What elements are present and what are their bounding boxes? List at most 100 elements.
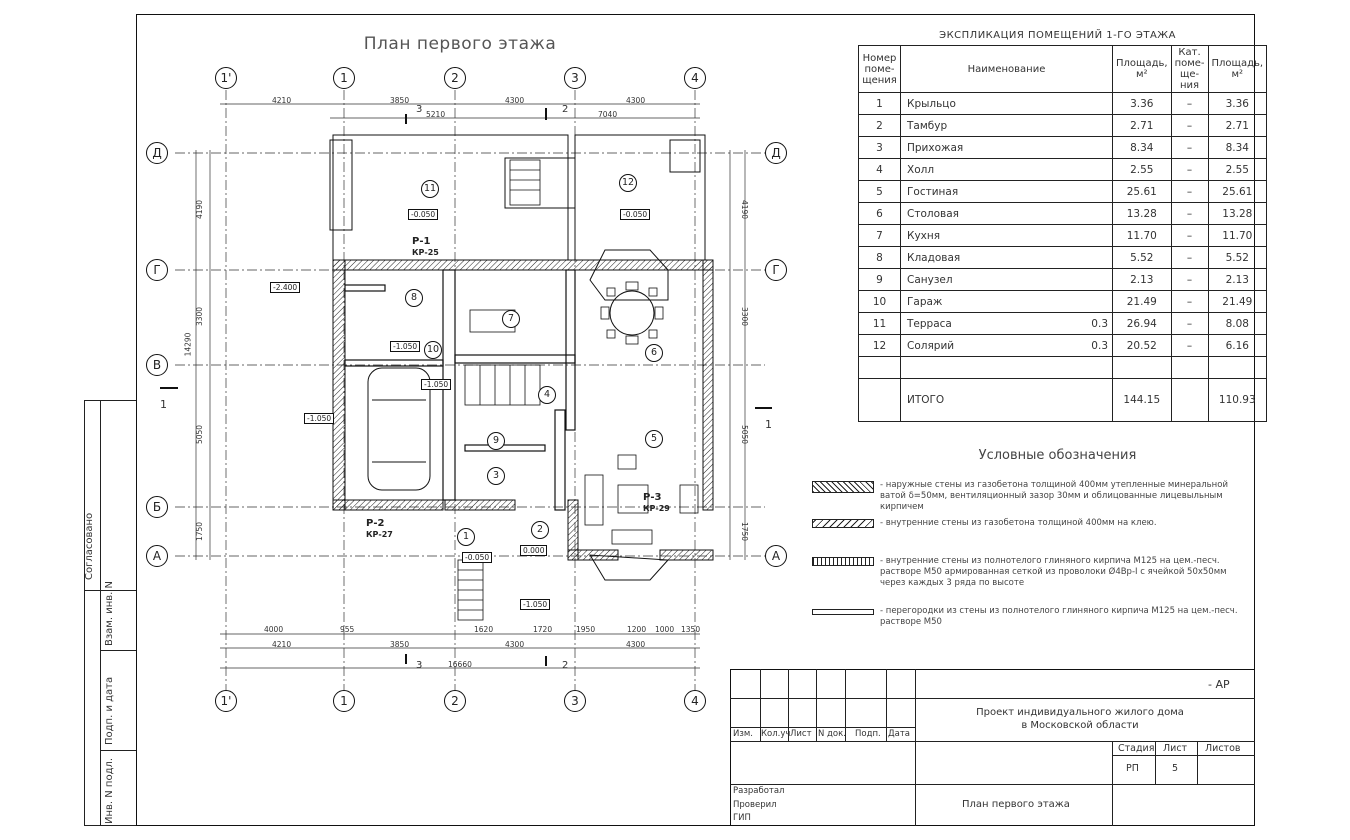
header-area: Площадь, м²	[1112, 45, 1172, 93]
level-mark-solarium-12: -0.050	[620, 209, 651, 220]
room-area2-cell: 21.49	[1207, 290, 1268, 313]
legend-title: Условные обозначения	[978, 448, 1137, 463]
room-cat-cell: –	[1170, 92, 1209, 115]
tb-role-checker: Проверил	[733, 800, 777, 810]
dim-left-1: 4190	[195, 199, 205, 220]
dim-bot-1: 4000	[264, 625, 284, 634]
room-number-11: 11	[421, 180, 439, 198]
axis-bubble-left-V: В	[146, 354, 168, 376]
dim-left-2: 3300	[195, 306, 205, 327]
total-label: ИТОГО	[900, 378, 1113, 422]
room-area2-cell	[1207, 356, 1268, 379]
room-name-cell: Гараж	[900, 290, 1113, 313]
legend-text: - перегородки из стены из полнотелого гл…	[880, 606, 1238, 627]
tb-vline	[1155, 741, 1156, 784]
room-num-cell: 11	[858, 312, 901, 335]
dining-table	[609, 290, 655, 336]
room-cat-cell: –	[1170, 114, 1209, 137]
stamp-sign-date: Подп. и дата	[104, 676, 115, 745]
room-num-cell: 4	[858, 158, 901, 181]
room-number-5: 5	[645, 430, 663, 448]
section-label-top-2: 2	[562, 104, 569, 115]
exterior-walls	[332, 259, 714, 561]
tb-vline	[816, 669, 817, 741]
header-number: Номер поме- щения	[858, 45, 901, 93]
dim-bot-6: 1200	[627, 625, 647, 634]
room-area2-cell: 8.34	[1207, 136, 1268, 159]
axis-bubble-bottom-2: 2	[444, 690, 466, 712]
room-num-cell: 8	[858, 246, 901, 269]
room-area-cell: 20.52	[1112, 334, 1172, 357]
dim-top-2: 3850	[390, 96, 410, 105]
room-num-cell: 7	[858, 224, 901, 247]
room-cat-cell: –	[1170, 180, 1209, 203]
room-num-cell: 12	[858, 334, 901, 357]
tb-role-gip: ГИП	[733, 813, 751, 823]
room-num-cell: 9	[858, 268, 901, 291]
left-stamp-column	[84, 400, 136, 826]
tb-vline	[760, 669, 761, 741]
room-area2-cell: 8.08	[1207, 312, 1268, 335]
legend-item: - внутренние стены из газобетона толщино…	[812, 518, 1240, 529]
axis-bubble-bottom-3: 3	[564, 690, 586, 712]
room-cat-cell: –	[1170, 268, 1209, 291]
dimension-lines	[195, 103, 746, 669]
room-area2-cell: 6.16	[1207, 334, 1268, 357]
room-name: Тамбур	[907, 119, 948, 132]
bay-window-top	[589, 249, 669, 301]
room-area-cell: 2.13	[1112, 268, 1172, 291]
dim-bot2-1: 4210	[272, 640, 292, 649]
tb-hline	[730, 698, 1255, 699]
total-area: 144.15	[1112, 378, 1172, 422]
legend-item: - наружные стены из газобетона толщиной …	[812, 480, 1240, 513]
dim-bot2-3: 4300	[505, 640, 525, 649]
left-stamp-hline	[84, 590, 136, 591]
tb-col-kolvo: Кол.уч	[761, 729, 791, 739]
room-name: Прихожая	[907, 141, 964, 154]
tb-col-izm: Изм.	[733, 729, 753, 739]
room-name: Кладовая	[907, 251, 961, 264]
tb-vline	[1112, 741, 1113, 826]
explication-header-row: Номер поме- щения Наименование Площадь, …	[858, 45, 1268, 93]
room-cat-cell	[1170, 356, 1209, 379]
tb-col-podp: Подп.	[855, 729, 881, 739]
legend-item: - перегородки из стены из полнотелого гл…	[812, 606, 1240, 628]
legend-item: - внутренние стены из полнотелого глинян…	[812, 556, 1240, 589]
axis-bubble-top-3: 3	[564, 67, 586, 89]
room-area2-cell: 13.28	[1207, 202, 1268, 225]
room-name: Санузел	[907, 273, 953, 286]
tb-hline	[730, 741, 1255, 742]
legend-text: - внутренние стены из газобетона толщино…	[880, 518, 1157, 528]
dim-bot-4: 1720	[533, 625, 553, 634]
axis-bubble-top-1prime: 1'	[215, 67, 237, 89]
legend-swatch-exterior	[812, 481, 874, 493]
dim-left-3: 5050	[195, 424, 205, 445]
level-mark-storage: -1.050	[390, 341, 421, 352]
room-area-cell: 26.94	[1112, 312, 1172, 335]
room-name-cell: Гостиная	[900, 180, 1113, 203]
stamp-inv-vzam: Взам. инв. N	[104, 581, 115, 646]
room-area-cell: 25.61	[1112, 180, 1172, 203]
room-cat-cell: –	[1170, 136, 1209, 159]
dim-top-1: 4210	[272, 96, 292, 105]
room-name-cell: Столовая	[900, 202, 1113, 225]
room-num-cell: 3	[858, 136, 901, 159]
dim-bot-8: 1350	[681, 625, 701, 634]
terrace-outlines	[329, 134, 706, 261]
plan-title: План первого этажа	[363, 34, 557, 54]
garage-car	[367, 367, 431, 491]
dim-bot2-2: 3850	[390, 640, 410, 649]
room-name: Холл	[907, 163, 935, 176]
room-area2-cell: 2.71	[1207, 114, 1268, 137]
section-label-right: 1	[765, 418, 772, 431]
room-number-9: 9	[487, 432, 505, 450]
